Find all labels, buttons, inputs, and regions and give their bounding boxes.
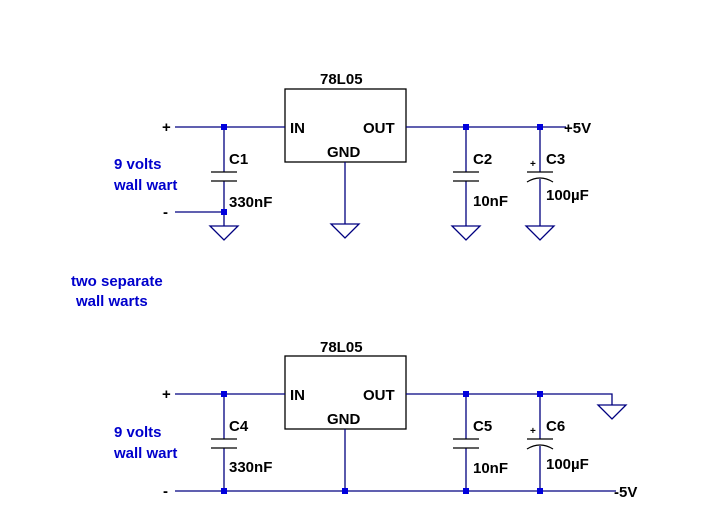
bottom-c6-ref: C6 xyxy=(546,418,565,435)
bottom-plus-terminal: + xyxy=(162,386,171,403)
bottom-regulator-gnd-pin: GND xyxy=(327,411,361,428)
bottom-c6-polarity: + xyxy=(530,426,536,437)
top-c1-ground-icon xyxy=(208,225,240,241)
bottom-c5-ref: C5 xyxy=(473,418,492,435)
top-regulator-ground-icon xyxy=(329,223,361,239)
bottom-junction-dot xyxy=(221,488,227,494)
top-regulator-out-pin: OUT xyxy=(363,120,395,137)
top-regulator-gnd-pin: GND xyxy=(327,144,361,161)
top-regulator-in-pin: IN xyxy=(290,120,305,137)
bottom-c4-symbol xyxy=(211,438,237,449)
top-c3-value: 100µF xyxy=(546,187,589,204)
top-c1-ref: C1 xyxy=(229,151,248,168)
bottom-c5-value: 10nF xyxy=(473,460,508,477)
bottom-junction-dot xyxy=(221,391,227,397)
bottom-c4-value: 330nF xyxy=(229,459,272,476)
bottom-c5-symbol xyxy=(453,438,479,449)
top-c3-polarity: + xyxy=(530,159,536,170)
bottom-junction-dot xyxy=(537,488,543,494)
top-circuit: 78L05 IN OUT GND + - 9 volts wall wart C… xyxy=(113,71,591,241)
bottom-regulator-in-pin: IN xyxy=(290,387,305,404)
top-junction-dot xyxy=(221,124,227,130)
top-c1-value: 330nF xyxy=(229,194,272,211)
top-plus-terminal: + xyxy=(162,119,171,136)
top-junction-dot xyxy=(221,209,227,215)
top-c2-ref: C2 xyxy=(473,151,492,168)
top-c1-symbol xyxy=(211,171,237,182)
bottom-output-label: -5V xyxy=(614,484,637,501)
bottom-minus-terminal: - xyxy=(163,483,168,500)
top-junction-dot xyxy=(463,124,469,130)
bottom-c4-ref: C4 xyxy=(229,418,249,435)
top-c2-ground-icon xyxy=(450,225,482,241)
bottom-junction-dot xyxy=(537,391,543,397)
bottom-regulator-out-pin: OUT xyxy=(363,387,395,404)
bottom-c6-value: 100µF xyxy=(546,456,589,473)
bottom-regulator-name: 78L05 xyxy=(320,339,363,356)
top-minus-terminal: - xyxy=(163,204,168,221)
top-output-label: +5V xyxy=(564,120,591,137)
top-regulator-name: 78L05 xyxy=(320,71,363,88)
top-c3-symbol xyxy=(526,171,554,183)
bottom-source-label-1: 9 volts xyxy=(114,424,162,441)
bottom-output-wire xyxy=(406,393,613,405)
bottom-source-label-2: wall wart xyxy=(113,445,177,462)
top-c3-ground-icon xyxy=(524,225,556,241)
top-c3-ref: C3 xyxy=(546,151,565,168)
note-line-2: wall warts xyxy=(75,293,148,310)
top-junction-dot xyxy=(537,124,543,130)
top-c2-symbol xyxy=(453,171,479,182)
bottom-junction-dot xyxy=(463,488,469,494)
top-source-label-1: 9 volts xyxy=(114,156,162,173)
note-line-1: two separate xyxy=(71,273,163,290)
top-c2-value: 10nF xyxy=(473,193,508,210)
bottom-c6-symbol xyxy=(526,438,554,450)
bottom-junction-dot xyxy=(342,488,348,494)
bottom-output-ground-icon xyxy=(596,404,628,420)
bottom-circuit: 78L05 IN OUT GND + - 9 volts wall wart C… xyxy=(113,339,637,501)
bottom-junction-dot xyxy=(463,391,469,397)
top-source-label-2: wall wart xyxy=(113,177,177,194)
